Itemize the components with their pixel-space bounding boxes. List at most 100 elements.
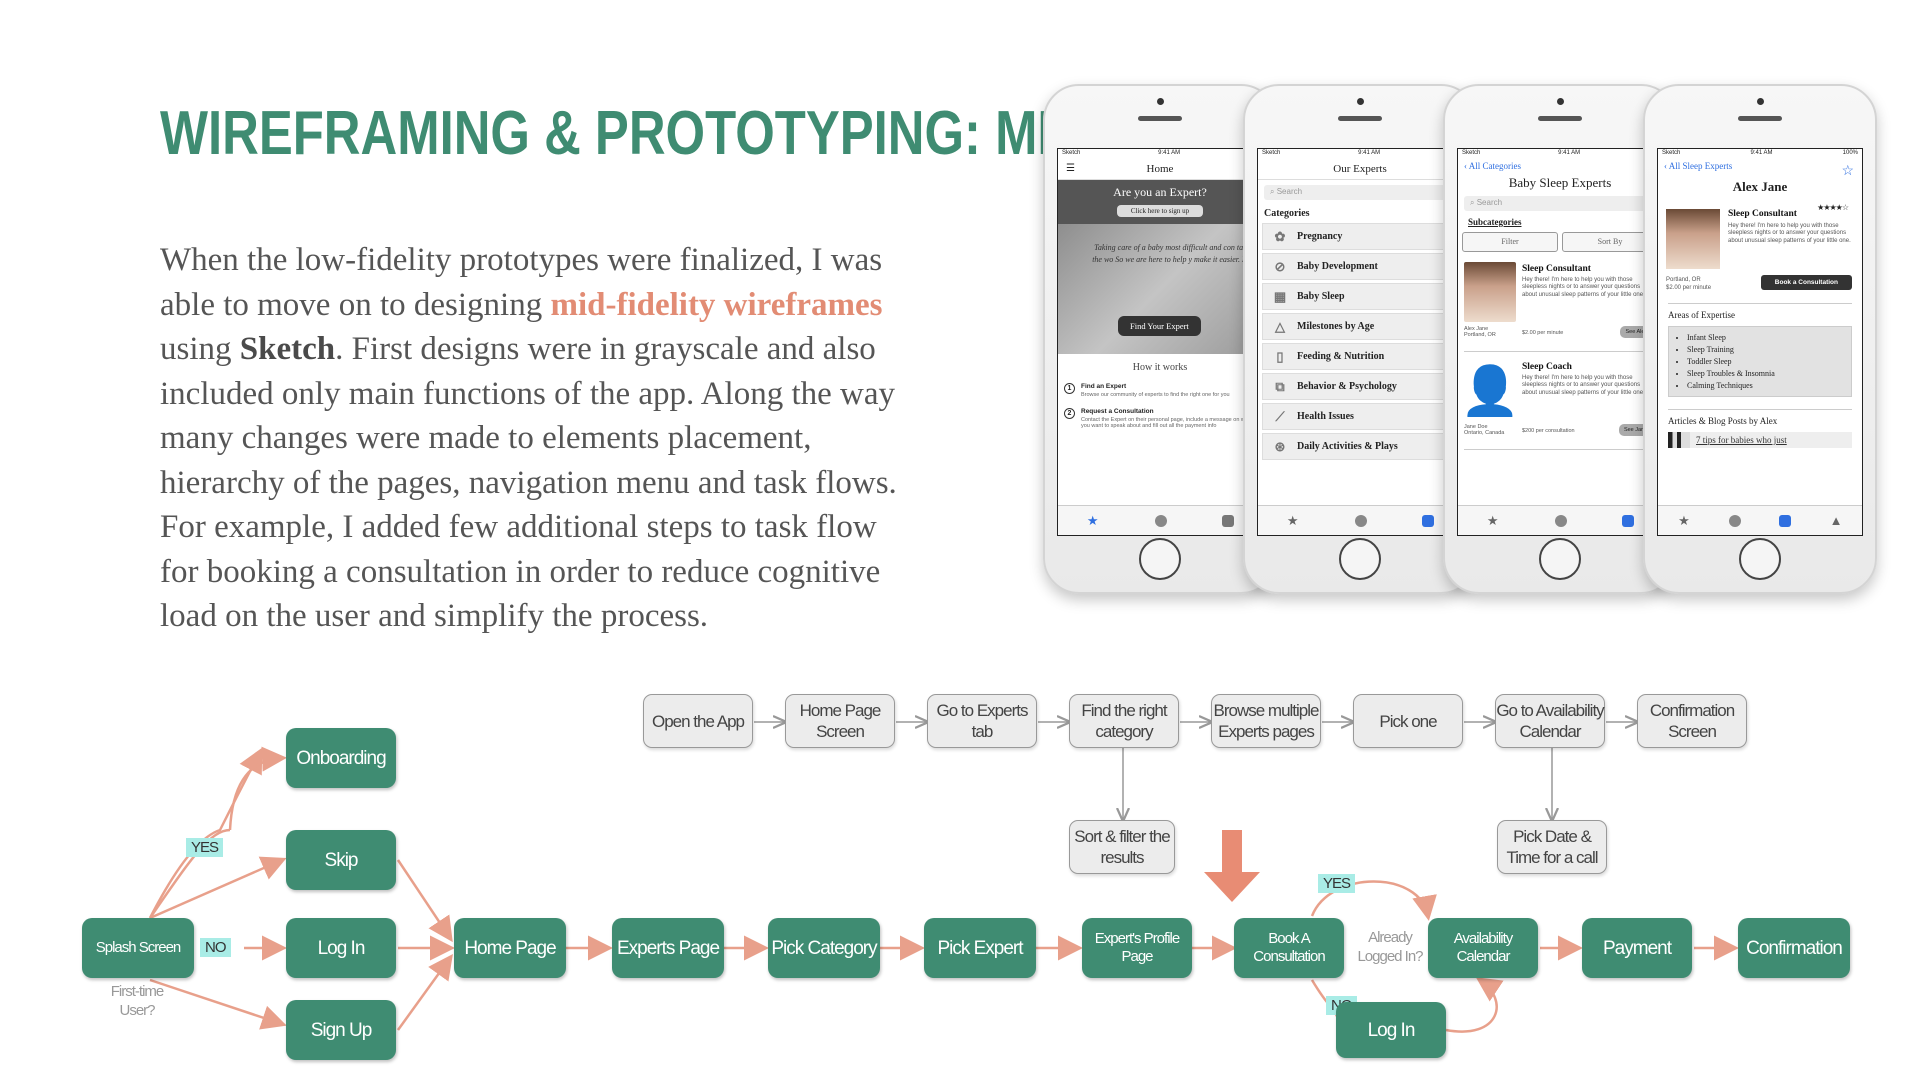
signup-button[interactable]: Click here to sign up <box>1116 205 1204 217</box>
areas-list: Infant SleepSleep TrainingToddler SleepS… <box>1668 326 1852 397</box>
step-title: Request a Consultation <box>1081 408 1154 415</box>
flow-node-find-category: Find the right category <box>1069 694 1179 748</box>
yes-tag: YES <box>186 838 224 857</box>
card-name: Alex Jane <box>1464 326 1489 332</box>
tab-home-star-icon[interactable]: ★ <box>1486 512 1499 528</box>
filter-sort-row: Filter Sort By <box>1458 230 1662 254</box>
tab-topics-icon[interactable] <box>1554 514 1567 527</box>
back-link[interactable]: ‹ All Sleep Experts <box>1664 161 1733 171</box>
tab-bar: ★ <box>1458 505 1662 535</box>
category-item[interactable]: ✿Pregnancy <box>1262 223 1458 250</box>
flow-node-signup: Sign Up <box>286 1000 396 1060</box>
rating-stars: ★★★★☆ <box>1817 203 1849 212</box>
flow-node-pick-expert: Pick Expert <box>924 918 1036 978</box>
time-label: 9:41 AM <box>1158 150 1181 156</box>
area-item: Sleep Training <box>1687 344 1843 356</box>
hero-question: Are you an Expert? <box>1113 185 1207 199</box>
flow-node-splash: Splash Screen <box>82 918 194 978</box>
category-item[interactable]: ⧉Behavior & Psychology <box>1262 373 1458 400</box>
carrier-label: Sketch <box>1662 150 1681 156</box>
profile-role: Sleep Consultant <box>1728 209 1797 219</box>
experts-title: Our Experts <box>1258 159 1462 180</box>
camera-icon <box>1557 98 1564 105</box>
menu-icon[interactable]: ☰ <box>1066 163 1075 174</box>
flow-node-home-page: Home Page <box>454 918 566 978</box>
star-filled-icon: ★ <box>1829 203 1836 212</box>
step-desc: Contact the Expert on their personal pag… <box>1081 417 1253 429</box>
tab-bar: ★ <box>1258 505 1462 535</box>
avatar <box>1464 262 1516 322</box>
tab-home-star-icon[interactable]: ★ <box>1086 512 1099 528</box>
home-button[interactable] <box>1139 538 1181 580</box>
flow-node-login-2: Log In <box>1336 1002 1446 1058</box>
category-label: Health Issues <box>1297 411 1354 422</box>
tab-topics-icon[interactable] <box>1354 514 1367 527</box>
search-input[interactable]: ⌕ Search <box>1264 185 1456 200</box>
flow-node-experts-page: Experts Page <box>612 918 724 978</box>
flow-node-pick-date: Pick Date & Time for a call <box>1497 820 1607 874</box>
card-role: Sleep Coach <box>1522 362 1572 372</box>
card-location-text: Portland, OR <box>1464 332 1496 338</box>
category-item[interactable]: ⟋Health Issues <box>1262 403 1458 430</box>
tab-home-star-icon[interactable]: ★ <box>1678 512 1690 528</box>
sort-button[interactable]: Sort By <box>1562 232 1658 252</box>
intro-text-2: using <box>160 331 240 367</box>
article-link[interactable]: 7 tips for babies who just <box>1668 432 1852 448</box>
bottle-icon: ▯ <box>1276 348 1284 364</box>
back-label: All Categories <box>1468 161 1522 171</box>
home-button[interactable] <box>1739 538 1781 580</box>
category-item[interactable]: ▦Baby Sleep <box>1262 283 1458 310</box>
tab-experts-icon[interactable] <box>1779 514 1791 527</box>
flow-node-open-app: Open the App <box>643 694 753 748</box>
category-item[interactable]: ⊘Baby Development <box>1262 253 1458 280</box>
find-expert-button[interactable]: Find Your Expert <box>1118 316 1201 336</box>
home-button[interactable] <box>1339 538 1381 580</box>
star-filled-icon: ★ <box>1817 203 1824 212</box>
flow-node-confirmation: Confirmation <box>1738 918 1850 978</box>
step-desc: Browse our community of experts to find … <box>1081 392 1230 398</box>
category-item[interactable]: ⊛Daily Activities & Plays <box>1262 433 1458 460</box>
back-link[interactable]: ‹ All Categories <box>1464 161 1522 171</box>
filter-button[interactable]: Filter <box>1462 232 1558 252</box>
tab-calls-triangle-icon[interactable]: ▲ <box>1829 512 1843 528</box>
tab-topics-icon[interactable] <box>1154 514 1167 527</box>
subcategories-dropdown[interactable]: Subcategories <box>1468 217 1522 227</box>
category-label: Milestones by Age <box>1297 321 1375 332</box>
price-text: $2.00 per minute <box>1666 284 1712 291</box>
category-item[interactable]: △Milestones by Age <box>1262 313 1458 340</box>
flow-node-login: Log In <box>286 918 396 978</box>
speaker <box>1538 116 1582 121</box>
favorite-star-icon[interactable]: ☆ <box>1841 164 1854 179</box>
location-text: Portland, OR <box>1666 277 1701 283</box>
time-label: 9:41 AM <box>1750 150 1773 156</box>
search-input[interactable]: ⌕ Search <box>1464 196 1656 211</box>
category-label: Feeding & Nutrition <box>1297 351 1385 362</box>
home-button[interactable] <box>1539 538 1581 580</box>
tab-topics-icon[interactable] <box>1729 514 1741 527</box>
tab-experts-icon[interactable] <box>1622 514 1635 527</box>
tab-experts-icon[interactable] <box>1222 514 1235 527</box>
step-number: 2 <box>1064 408 1075 419</box>
carrier-label: Sketch <box>1062 150 1081 156</box>
flow-node-skip: Skip <box>286 830 396 890</box>
category-item[interactable]: ▯ Feeding & Nutrition <box>1262 343 1458 370</box>
time-label: 9:41 AM <box>1358 150 1381 156</box>
card-price: $200 per consultation <box>1522 428 1575 434</box>
book-consultation-button[interactable]: Book a Consultation <box>1760 275 1852 290</box>
tab-home-star-icon[interactable]: ★ <box>1286 512 1299 528</box>
area-item: Calming Techniques <box>1687 380 1843 392</box>
yes-tag-2: YES <box>1318 874 1356 893</box>
tab-experts-icon[interactable] <box>1422 514 1435 527</box>
